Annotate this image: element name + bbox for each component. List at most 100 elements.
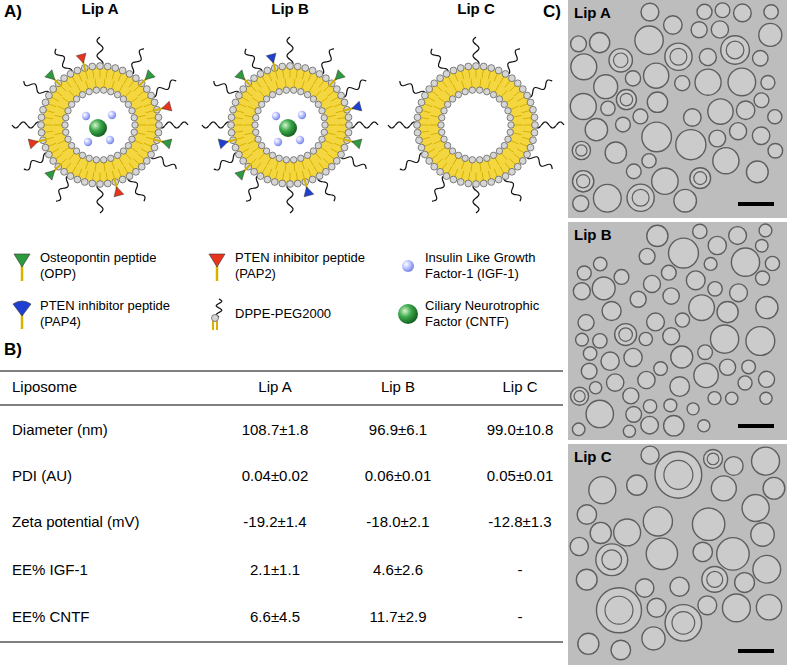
lipid-head: [480, 63, 487, 70]
vesicle: [572, 141, 590, 159]
label-slot: 96.9±6.1: [338, 420, 458, 440]
lipid-head: [125, 101, 131, 107]
vesicle: [647, 598, 666, 617]
lipid-head: [68, 101, 74, 107]
scale-bar: [738, 202, 774, 206]
lipid-head: [263, 96, 269, 102]
vesicle: [746, 161, 768, 183]
vesicle: [756, 271, 770, 285]
liposome-title: Lip A: [0, 0, 200, 18]
legend-text: DPPE-PEG2000: [235, 306, 367, 322]
peptide: [352, 101, 362, 111]
vesicle: [742, 360, 756, 374]
lipid-head: [508, 122, 514, 128]
cryo-em-panel: Lip B: [568, 222, 787, 440]
lipid-head: [228, 122, 235, 129]
label-slot: -18.0±2.1: [338, 512, 458, 532]
lipid-head: [333, 158, 340, 165]
protein-symbol: [402, 260, 414, 272]
vesicle: [684, 109, 702, 127]
lipid-head: [253, 129, 259, 135]
lipid-head: [527, 144, 534, 151]
table-rule: [0, 371, 563, 372]
vesicle: [635, 579, 653, 597]
vesicle: [601, 352, 619, 370]
vesicle: [571, 387, 589, 405]
lipid-head: [120, 96, 126, 102]
lipid-head: [309, 67, 316, 74]
vesicle: [633, 109, 648, 124]
vesicle: [713, 148, 739, 174]
vesicle: [729, 227, 747, 245]
lipid-head: [138, 163, 145, 170]
vesicle: [753, 51, 768, 66]
vesicle: [606, 374, 623, 391]
vesicle: [616, 90, 636, 110]
vesicle: [596, 544, 628, 576]
lipid-head: [509, 168, 516, 175]
vesicle: [638, 371, 655, 388]
panel-title: Lip A: [574, 4, 611, 22]
vesicle: [581, 363, 597, 379]
lipid-head: [414, 122, 421, 129]
lipid-head: [264, 176, 271, 183]
table-cell: -12.8±1.3: [460, 512, 580, 532]
lipid-head: [279, 180, 286, 187]
lipid-head: [505, 136, 511, 142]
lipid-head: [68, 142, 74, 148]
legend-text: PTEN inhibitor peptide (PAP4): [40, 298, 172, 330]
label-slot: EE% IGF-1: [12, 560, 212, 580]
lipid-head: [319, 136, 325, 142]
lipid-head: [89, 180, 96, 187]
lipid-head: [507, 129, 513, 135]
lipid-head: [125, 142, 131, 148]
lipid-head: [86, 155, 92, 161]
vesicle: [687, 403, 699, 415]
inner-vesicle: [605, 596, 633, 624]
lipid-head: [269, 91, 275, 97]
lipid-head: [315, 101, 321, 107]
scale-bar: [738, 649, 774, 653]
lipid-head: [258, 142, 264, 148]
lipid-head: [490, 91, 496, 97]
lipid-head: [501, 142, 507, 148]
vesicle: [576, 569, 597, 590]
cryo-em-panel: Lip C: [568, 444, 787, 665]
lipid-head: [112, 65, 119, 72]
vesicle: [715, 3, 730, 18]
lipid-head: [316, 173, 323, 180]
liposome-figure: [190, 18, 390, 232]
inner-vesicle: [707, 571, 723, 587]
vesicle: [663, 328, 680, 345]
lipid-head: [129, 108, 135, 114]
lipid-head: [257, 71, 264, 78]
label-slot: PDI (AU): [12, 466, 212, 486]
lipid-head: [228, 114, 235, 121]
vesicle: [616, 117, 631, 132]
bilayer: [42, 67, 158, 183]
vesicle: [724, 457, 743, 476]
lipid-head: [480, 180, 487, 187]
vesicle: [711, 21, 728, 38]
vesicle: [675, 313, 689, 327]
inner-vesicle: [574, 391, 585, 402]
vesicle: [768, 110, 782, 124]
lipid-head: [531, 129, 538, 136]
vesicle: [742, 494, 769, 521]
igf1-protein: [296, 136, 304, 144]
lipid-head: [490, 152, 496, 158]
vesicle: [708, 99, 733, 124]
lipid-head: [333, 86, 340, 93]
lipid-head: [287, 63, 294, 70]
vesicle: [624, 348, 642, 366]
lipid-head: [119, 67, 126, 74]
table-cell: 2.1±1.1: [215, 560, 335, 580]
lipid-head: [97, 63, 104, 70]
label-slot: 0.05±0.01: [460, 466, 580, 486]
lipid-head: [258, 101, 264, 107]
lipid-head: [426, 86, 433, 93]
lipid-head: [465, 63, 472, 70]
peptide-symbol: [209, 254, 225, 267]
lipid-head: [455, 91, 461, 97]
